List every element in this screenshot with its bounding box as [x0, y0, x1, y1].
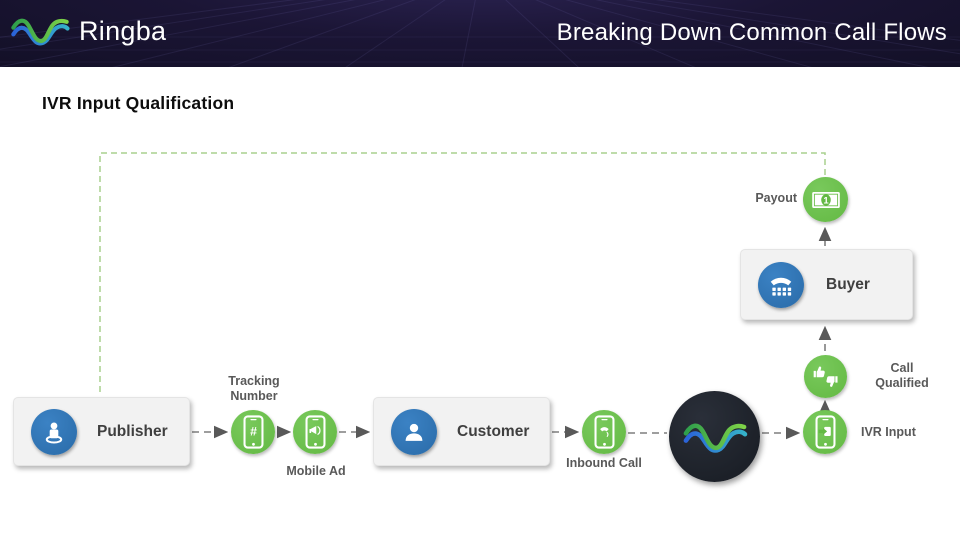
ringba-hub-node [669, 391, 760, 482]
money-bill-icon: 1 [803, 177, 848, 222]
mobile-ad-label: Mobile Ad [286, 464, 346, 478]
user-icon [391, 408, 437, 455]
page-heading: IVR Input Qualification [42, 93, 235, 113]
tracking-number-label: Tracking Number [228, 374, 280, 403]
connector-payout-publisher-loop [99, 152, 826, 396]
header: Ringba Breaking Down Common Call Flows [0, 0, 960, 67]
buyer-node: Buyer [740, 249, 913, 320]
buyer-label: Buyer [826, 275, 870, 293]
publisher-label: Publisher [97, 422, 168, 440]
ringba-wave-icon [682, 417, 748, 457]
thumbs-up-down-icon [804, 355, 847, 398]
svg-text:#: # [250, 424, 257, 438]
phone-call-icon [582, 410, 626, 454]
phone-signin-icon [803, 410, 847, 454]
header-grid-pattern [0, 0, 960, 67]
brand-name: Ringba [79, 15, 167, 46]
call-qualified-label: Call Qualified [875, 361, 929, 390]
desk-phone-icon [758, 261, 804, 308]
ringba-logo-icon [10, 8, 70, 54]
phone-megaphone-icon [293, 410, 337, 454]
slide-title: Breaking Down Common Call Flows [556, 19, 947, 46]
publisher-node: Publisher [13, 397, 190, 466]
svg-text:1: 1 [823, 195, 829, 206]
ivr-input-label: IVR Input [861, 425, 916, 439]
person-pin-icon [31, 408, 77, 455]
phone-hash-icon: # [231, 410, 275, 454]
payout-label: Payout [755, 191, 797, 205]
inbound-call-label: Inbound Call [566, 456, 642, 470]
customer-label: Customer [457, 422, 530, 440]
customer-node: Customer [373, 397, 550, 466]
brand: Ringba [10, 8, 166, 54]
